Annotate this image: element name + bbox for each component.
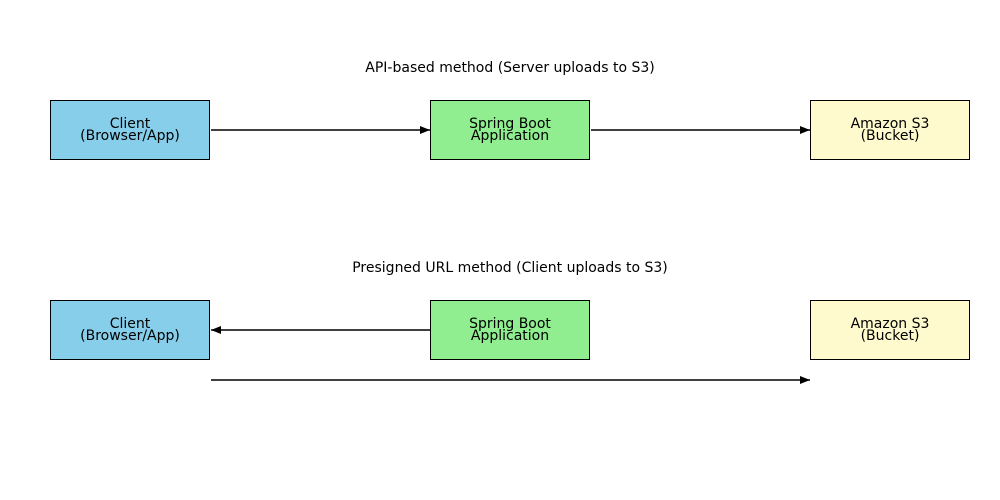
client-node-sublabel: (Browser/App)	[80, 328, 180, 344]
spring-boot-node-presigned: Spring Boot Application	[430, 300, 590, 360]
spring-boot-node-label: Spring Boot	[469, 316, 551, 332]
s3-node-sublabel: (Bucket)	[860, 128, 920, 144]
spring-boot-node-api: Spring Boot Application	[430, 100, 590, 160]
client-node-presigned: Client (Browser/App)	[50, 300, 210, 360]
client-node-label: Client	[109, 116, 151, 132]
s3-node-presigned: Amazon S3 (Bucket)	[810, 300, 970, 360]
client-node-sublabel: (Browser/App)	[80, 128, 180, 144]
spring-boot-node-label: Spring Boot	[469, 116, 551, 132]
s3-node-label: Amazon S3	[850, 316, 930, 332]
spring-boot-node-sublabel: Application	[470, 328, 550, 344]
client-node-api: Client (Browser/App)	[50, 100, 210, 160]
api-method-title: API-based method (Server uploads to S3)	[365, 60, 655, 76]
s3-node-label: Amazon S3	[850, 116, 930, 132]
client-node-label: Client	[109, 316, 151, 332]
s3-node-api: Amazon S3 (Bucket)	[810, 100, 970, 160]
s3-node-sublabel: (Bucket)	[860, 328, 920, 344]
presigned-method-title: Presigned URL method (Client uploads to …	[352, 260, 668, 276]
spring-boot-node-sublabel: Application	[470, 128, 550, 144]
